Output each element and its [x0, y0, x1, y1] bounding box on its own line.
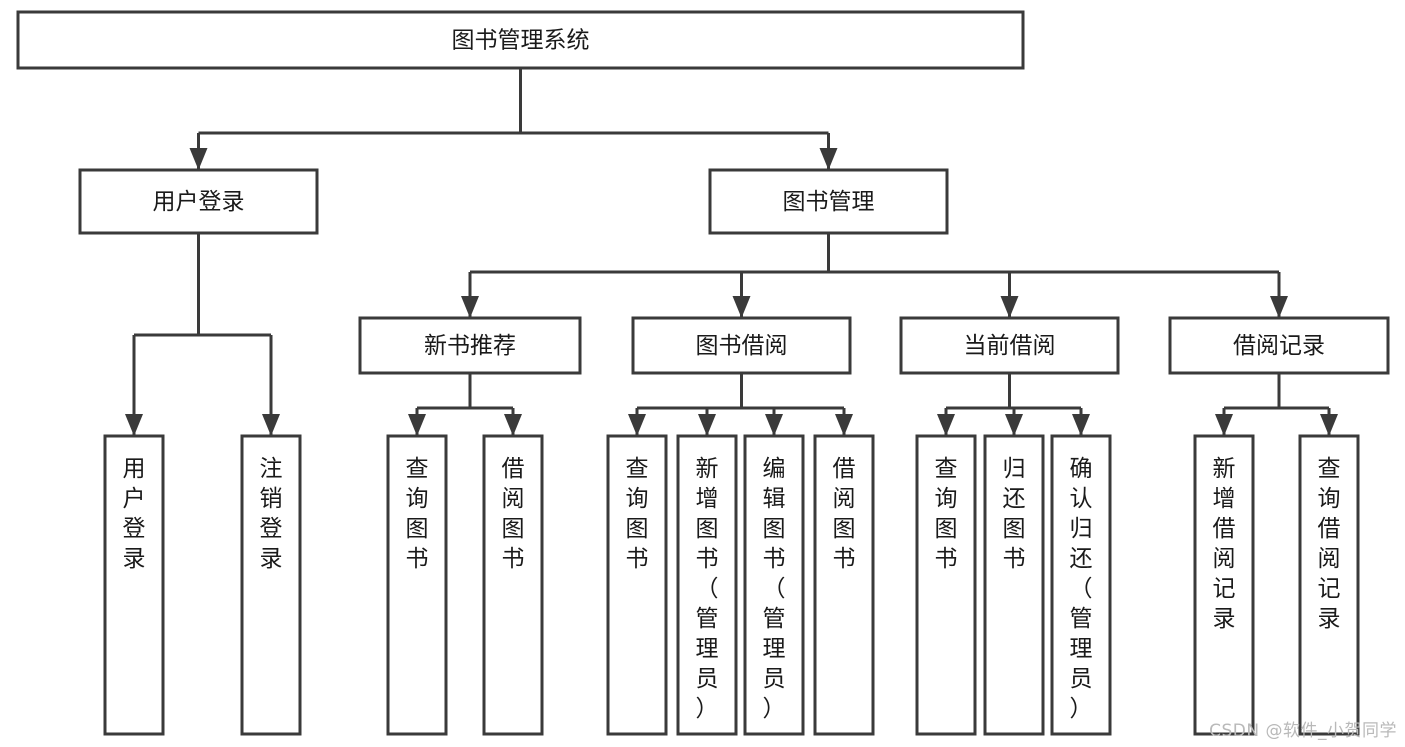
node-label: 编辑图书（管理员）	[763, 456, 786, 722]
node-label: 查询图书	[626, 456, 649, 572]
node-box	[240, 434, 302, 736]
arrow-head-icon	[408, 414, 426, 436]
node-label: 图书管理	[783, 189, 875, 215]
node-leaf-edit-book[interactable]: 编辑图书（管理员）	[743, 434, 805, 736]
node-box	[1193, 434, 1255, 736]
node-label: 新书推荐	[424, 333, 516, 359]
node-leaf-return-book[interactable]: 归还图书	[983, 434, 1045, 736]
arrow-head-icon	[819, 148, 838, 170]
nodes-layer: 图书管理系统用户登录图书管理新书推荐图书借阅当前借阅借阅记录用户登录注销登录查询…	[16, 10, 1390, 736]
node-box	[899, 316, 1120, 375]
node-label: 图书借阅	[696, 333, 788, 359]
node-leaf-user-login[interactable]: 用户登录	[103, 434, 165, 736]
node-root[interactable]: 图书管理系统	[16, 10, 1025, 70]
arrow-head-icon	[1320, 414, 1338, 436]
node-box	[358, 316, 582, 375]
node-label: 查询借阅记录	[1318, 456, 1341, 632]
arrow-head-icon	[1215, 414, 1233, 436]
node-new-book-recommend[interactable]: 新书推荐	[358, 316, 582, 375]
arrow-head-icon	[125, 414, 143, 436]
node-leaf-add-record[interactable]: 新增借阅记录	[1193, 434, 1255, 736]
arrow-head-icon	[628, 414, 646, 436]
node-box	[813, 434, 875, 736]
node-book-borrow[interactable]: 图书借阅	[631, 316, 852, 375]
node-user-login[interactable]: 用户登录	[78, 168, 319, 235]
node-box	[482, 434, 544, 736]
node-box	[606, 434, 668, 736]
csdn-watermark: CSDN @软件_小贺同学	[1209, 721, 1397, 741]
node-label: 当前借阅	[964, 333, 1056, 359]
node-leaf-query-book-current[interactable]: 查询图书	[915, 434, 977, 736]
node-box	[386, 434, 448, 736]
node-label: 查询图书	[406, 456, 429, 572]
node-box	[708, 168, 949, 235]
node-leaf-add-book[interactable]: 新增图书（管理员）	[676, 434, 738, 736]
node-label: 借阅图书	[502, 456, 525, 572]
node-box	[103, 434, 165, 736]
arrow-head-icon	[698, 414, 716, 436]
node-label: 借阅图书	[833, 456, 856, 572]
arrow-head-icon	[937, 414, 955, 436]
node-box	[743, 434, 805, 736]
arrow-head-icon	[504, 414, 522, 436]
node-label: 用户登录	[123, 456, 146, 572]
arrow-head-icon	[1005, 414, 1023, 436]
node-leaf-borrow-book-rec[interactable]: 借阅图书	[482, 434, 544, 736]
node-leaf-logout[interactable]: 注销登录	[240, 434, 302, 736]
node-book-manage[interactable]: 图书管理	[708, 168, 949, 235]
node-box	[1298, 434, 1360, 736]
node-label: 借阅记录	[1233, 333, 1325, 359]
node-leaf-query-book-rec[interactable]: 查询图书	[386, 434, 448, 736]
node-label: 注销登录	[260, 456, 283, 572]
node-label: 新增借阅记录	[1213, 456, 1236, 632]
node-current-borrow[interactable]: 当前借阅	[899, 316, 1120, 375]
arrow-head-icon	[262, 414, 280, 436]
node-box	[676, 434, 738, 736]
node-box	[1168, 316, 1390, 375]
arrow-head-icon	[1000, 296, 1019, 318]
arrow-head-icon	[189, 148, 208, 170]
connectors-layer	[125, 68, 1338, 436]
node-label: 查询图书	[935, 456, 958, 572]
node-leaf-confirm-return[interactable]: 确认归还（管理员）	[1050, 434, 1112, 736]
node-label: 确认归还（管理员）	[1070, 456, 1093, 722]
node-box	[983, 434, 1045, 736]
node-box	[915, 434, 977, 736]
node-label: 新增图书（管理员）	[696, 456, 719, 722]
arrow-head-icon	[461, 296, 479, 318]
node-leaf-query-record[interactable]: 查询借阅记录	[1298, 434, 1360, 736]
node-leaf-borrow-book[interactable]: 借阅图书	[813, 434, 875, 736]
node-leaf-query-book-borrow[interactable]: 查询图书	[606, 434, 668, 736]
node-borrow-record[interactable]: 借阅记录	[1168, 316, 1390, 375]
arrow-head-icon	[732, 296, 751, 318]
node-box	[78, 168, 319, 235]
node-label: 图书管理系统	[452, 28, 590, 54]
node-label: 用户登录	[153, 189, 245, 215]
node-box	[16, 10, 1025, 70]
arrow-head-icon	[1270, 296, 1288, 318]
node-box	[1050, 434, 1112, 736]
arrow-head-icon	[1072, 414, 1090, 436]
node-label: 归还图书	[1003, 456, 1026, 572]
node-box	[631, 316, 852, 375]
arrow-head-icon	[765, 414, 783, 436]
arrow-head-icon	[835, 414, 853, 436]
